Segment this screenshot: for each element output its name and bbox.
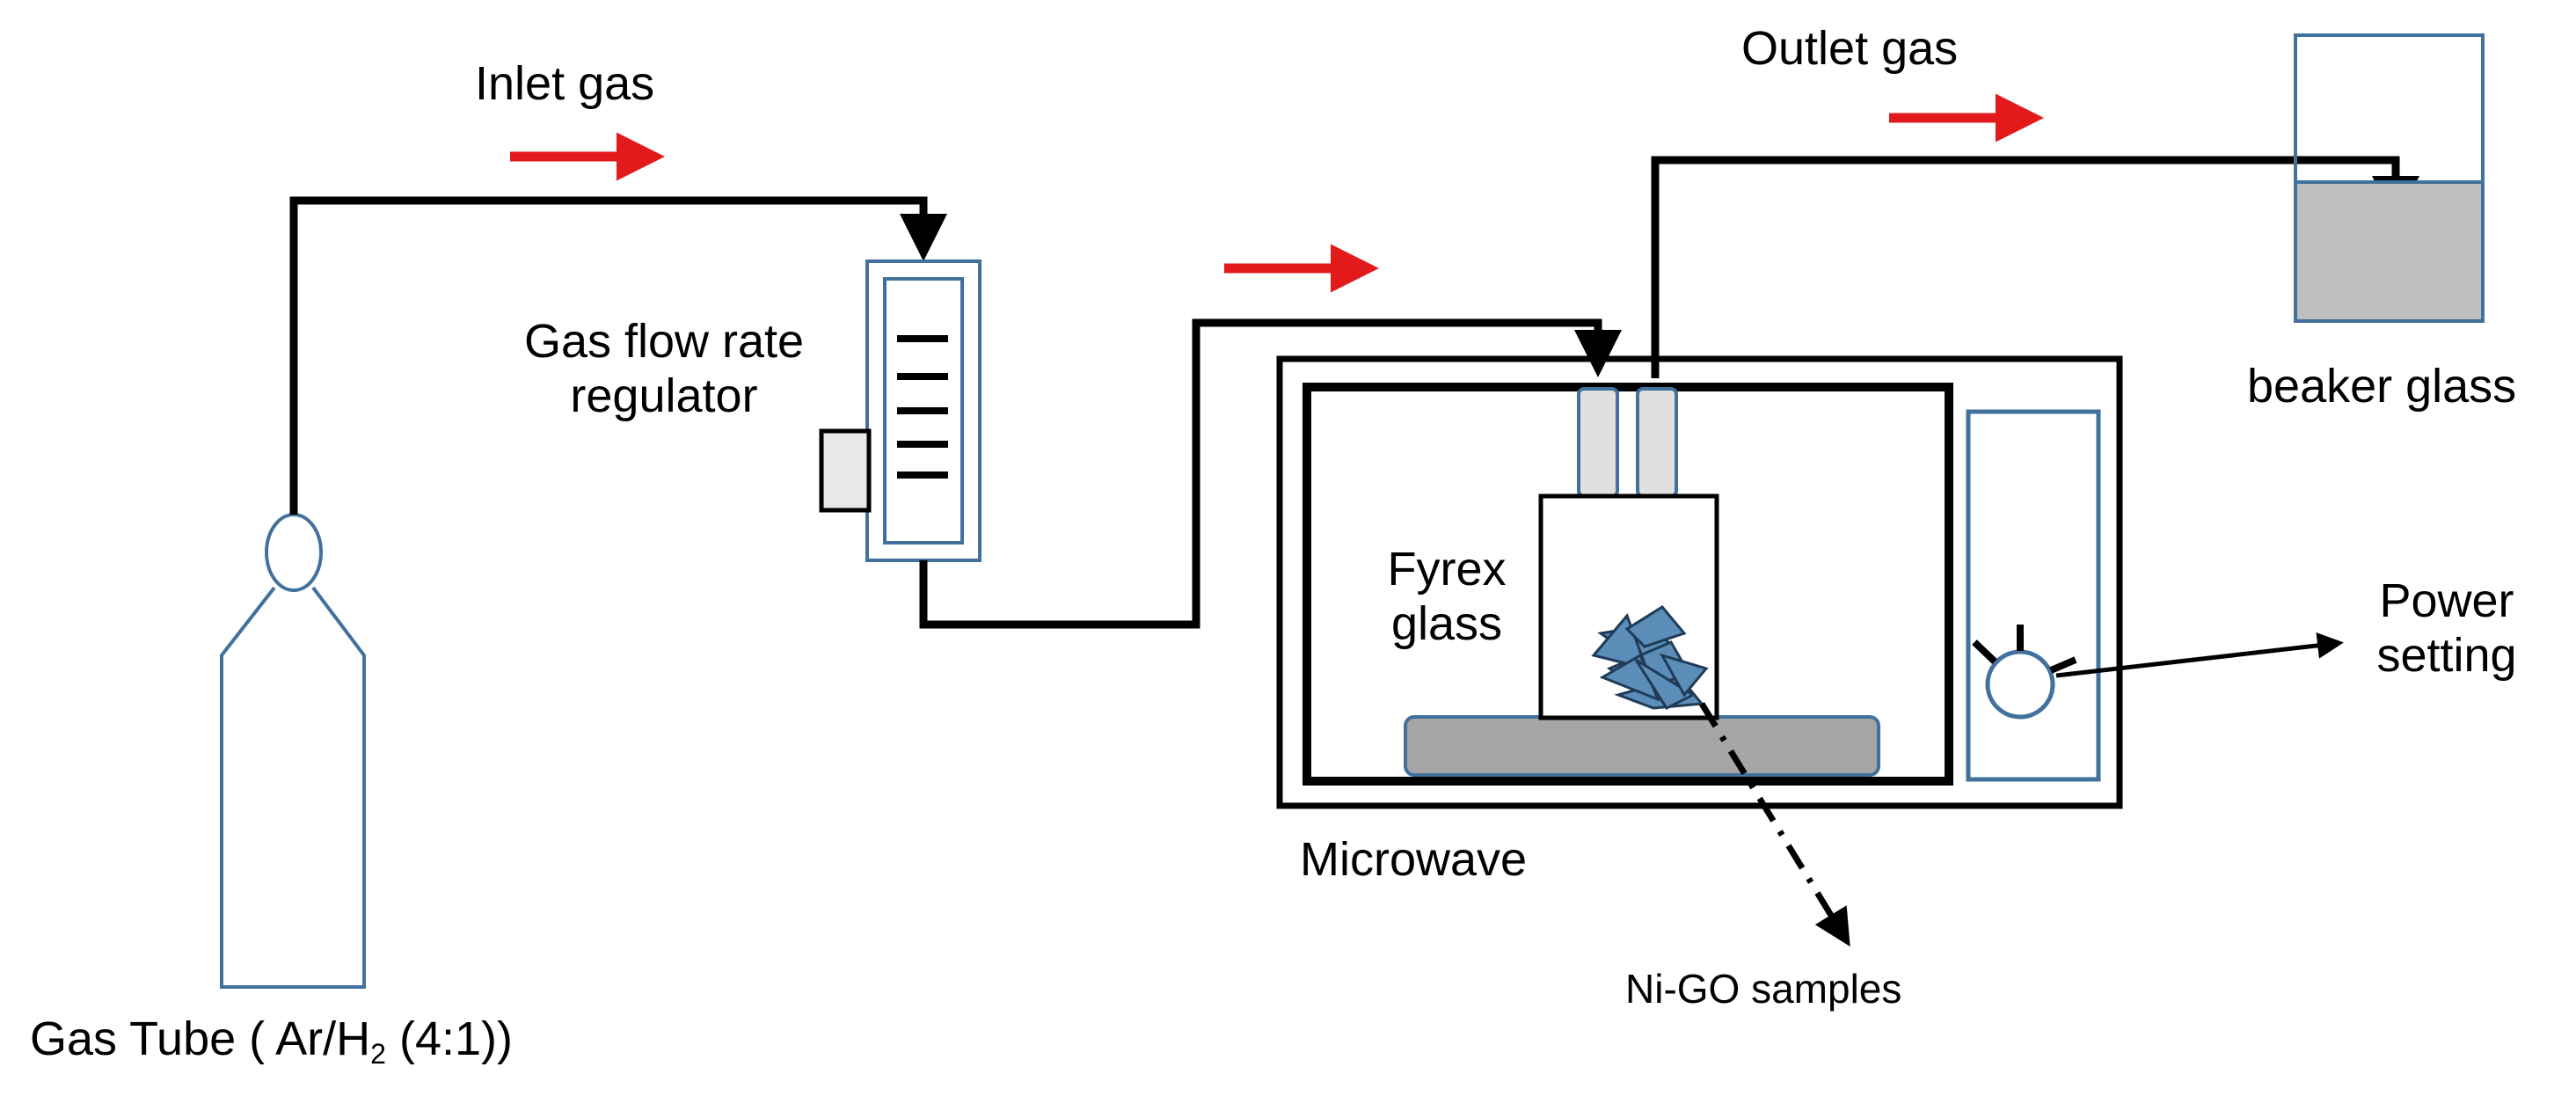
turntable-plate <box>1404 715 1880 777</box>
power-leader <box>2055 632 2344 678</box>
fyrex-label-line2: glass <box>1390 597 1503 651</box>
samples-leader <box>1699 702 1850 947</box>
microwave-label: Microwave <box>1300 833 1528 886</box>
beaker-outline <box>2294 33 2485 323</box>
gas-tube-prefix: Gas Tube ( Ar/H <box>30 1012 371 1065</box>
power-knob-icon <box>1985 649 2055 720</box>
microwave-chamber <box>1303 383 1953 786</box>
cylinder-valve <box>265 513 323 592</box>
outlet-gas-label: Outlet gas <box>1741 22 1959 75</box>
cylinder-body <box>220 586 366 989</box>
knob-tick <box>2049 656 2077 674</box>
inlet-gas-label: Inlet gas <box>475 57 655 110</box>
gas-tube-suffix: (4:1)) <box>385 1012 513 1065</box>
microwave <box>1276 355 2123 809</box>
regulator-knob <box>819 428 872 513</box>
regulator-label: Gas flow rate regulator <box>493 314 836 423</box>
knob-tick <box>1972 640 1997 664</box>
ni-go-samples-label: Ni-GO samples <box>1625 966 1902 1012</box>
inlet-pipe <box>289 196 947 515</box>
gas-cylinder <box>220 513 366 989</box>
outlet-pipe <box>1651 156 2419 378</box>
regulator-label-line1: Gas flow rate <box>523 315 805 368</box>
glass-port-left <box>1577 387 1619 498</box>
beaker <box>2294 33 2485 323</box>
regulator-to-microwave-pipe <box>919 318 1622 629</box>
gas-tube-label: Gas Tube ( Ar/H2 (4:1)) <box>30 1012 513 1071</box>
power-setting-label: Power setting <box>2350 574 2543 683</box>
regulator-label-line2: regulator <box>570 369 758 423</box>
ni-go-samples <box>1591 605 1709 710</box>
beaker-glass-label: beaker glass <box>2247 360 2517 413</box>
beaker-liquid <box>2295 182 2483 321</box>
gas-tube-subscript: 2 <box>370 1038 386 1070</box>
microwave-outer <box>1276 355 2123 809</box>
control-panel <box>1966 409 2101 782</box>
fyrex-glass-label: Fyrex glass <box>1359 542 1535 651</box>
power-label-line1: Power <box>2379 574 2514 627</box>
fyrex-label-line1: Fyrex <box>1387 543 1507 596</box>
power-label-line2: setting <box>2376 629 2517 683</box>
gas-flow-regulator <box>819 259 982 562</box>
glass-port-right <box>1636 387 1678 498</box>
